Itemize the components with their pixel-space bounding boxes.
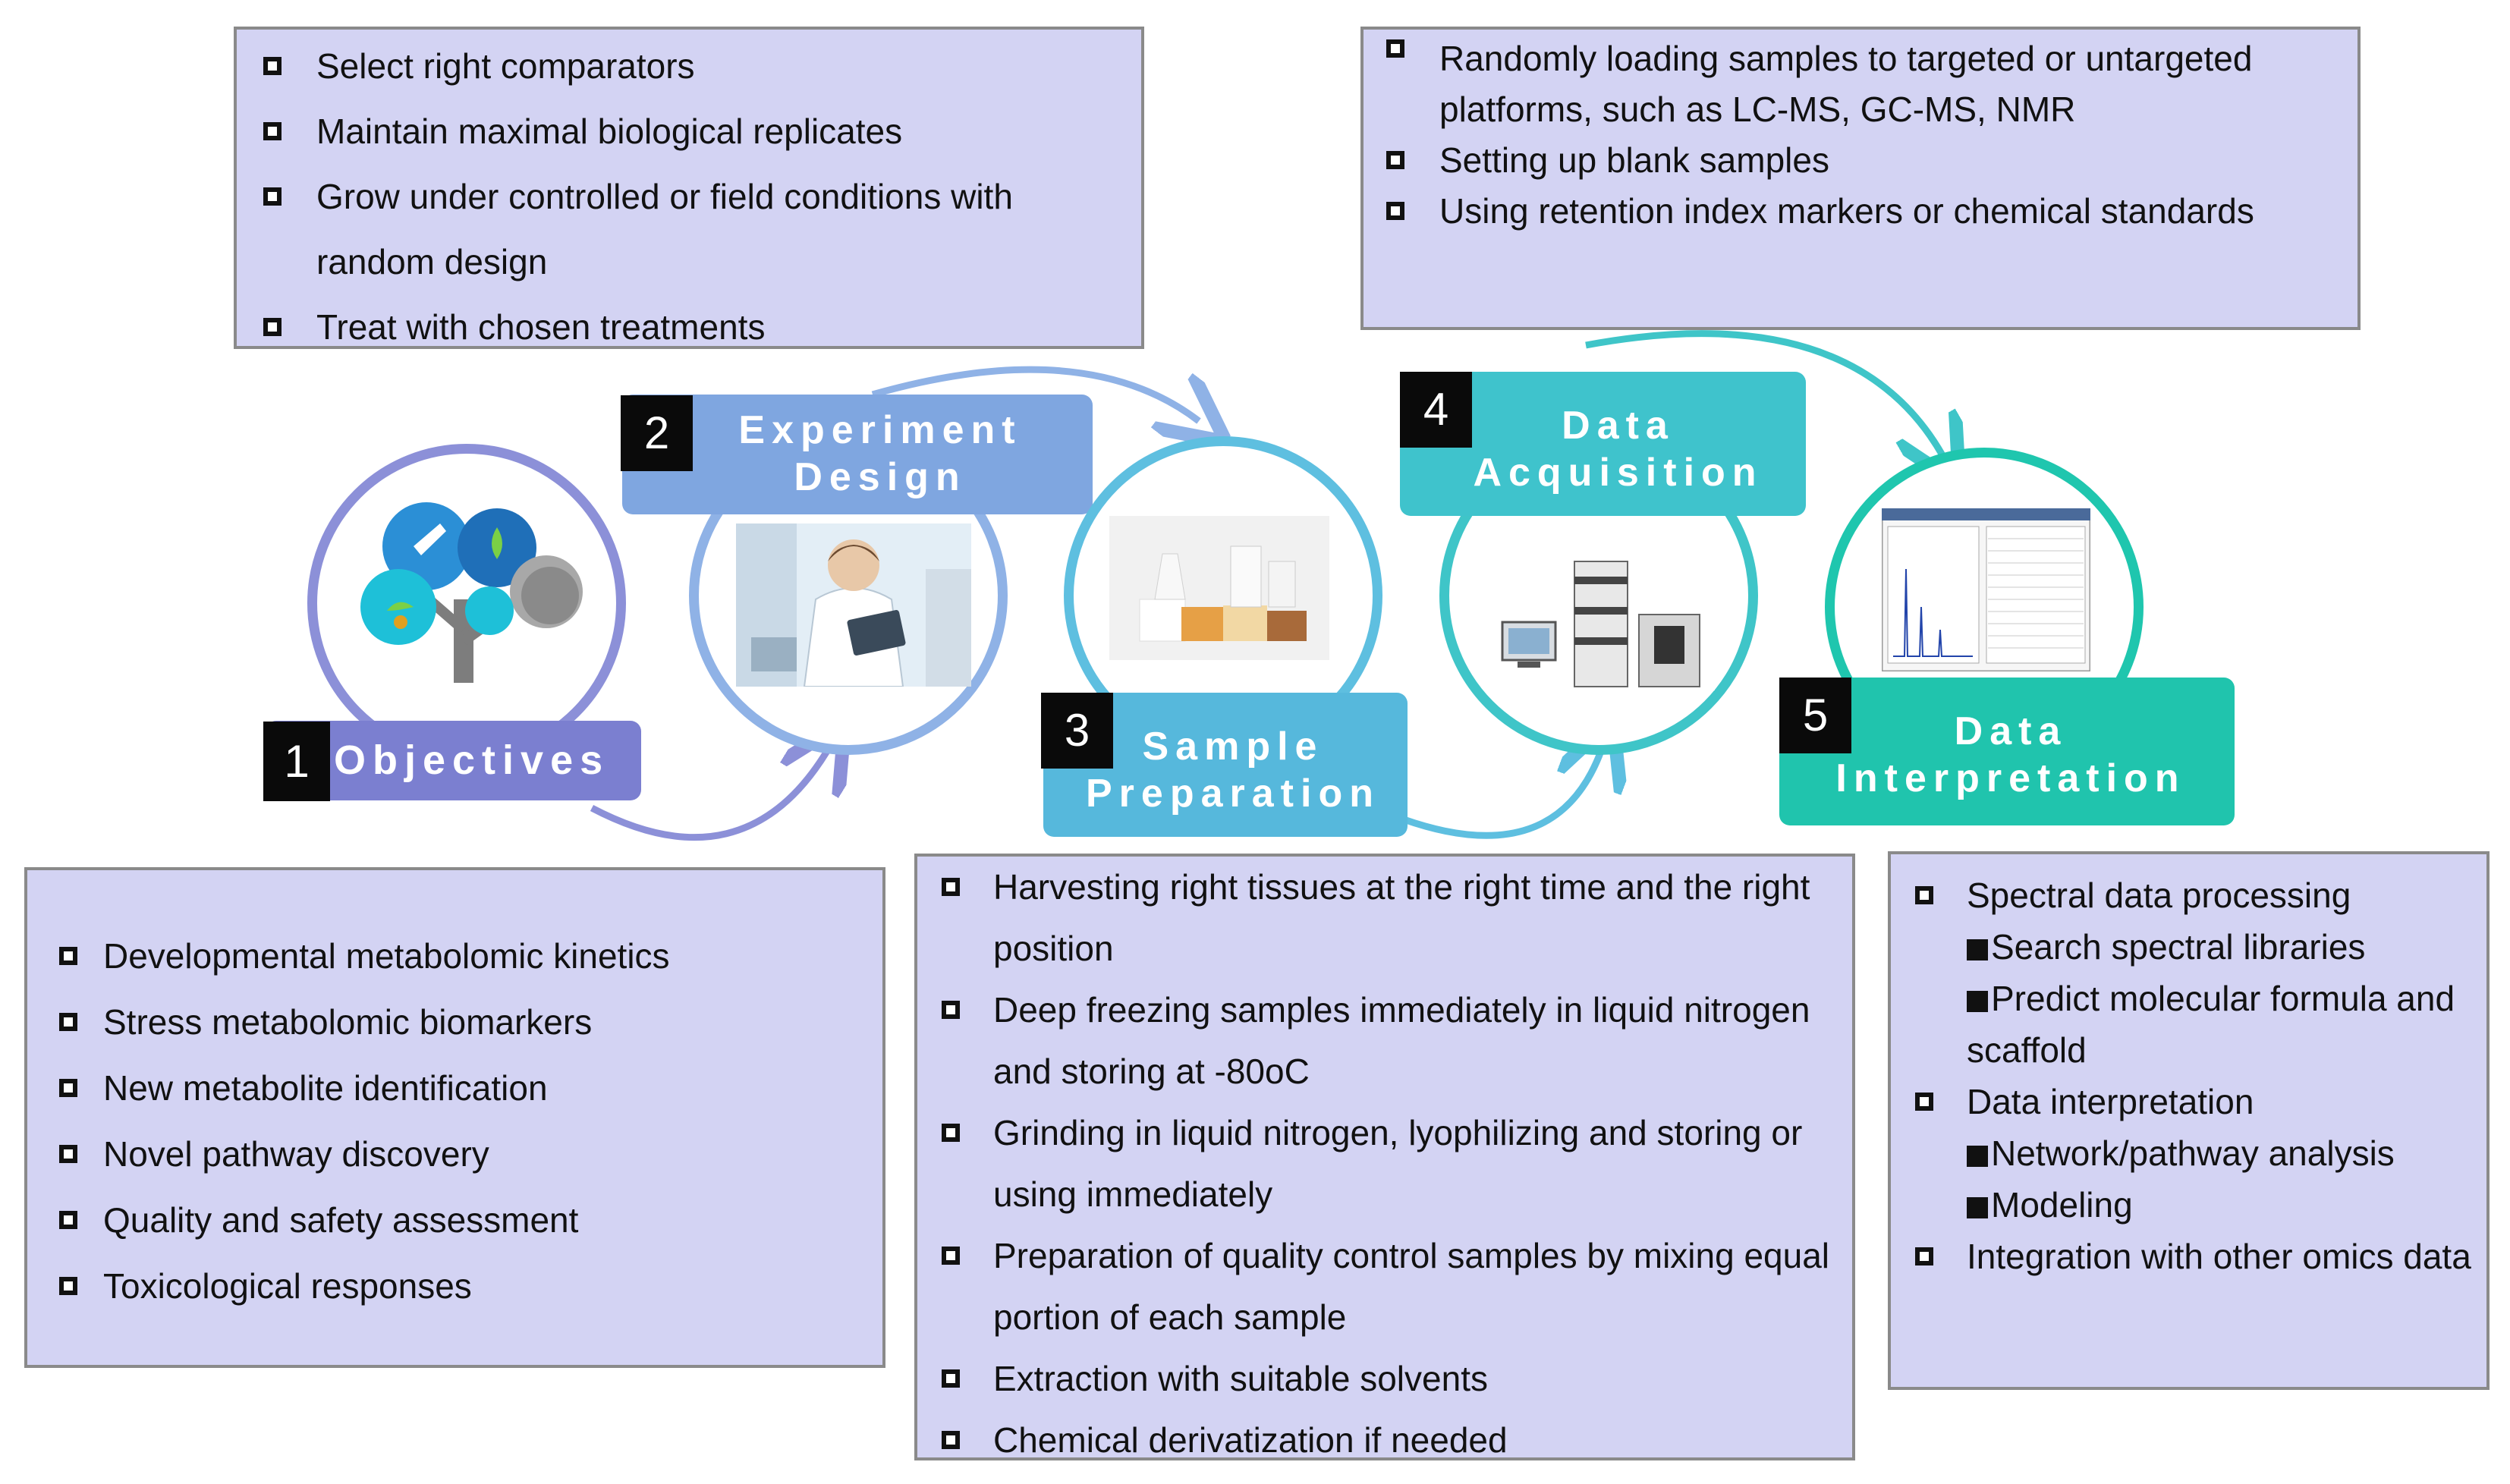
list-item: Data interpretation	[1915, 1076, 2471, 1127]
list-item: Stress metabolomic biomarkers	[59, 989, 867, 1055]
list-item: Setting up blank samples	[1386, 135, 2335, 186]
stage-4-number: 4	[1400, 372, 1472, 448]
arrow-1-to-2	[590, 751, 827, 841]
experiment-design-box: Select right comparators Maintain maxima…	[234, 27, 1144, 349]
arrow-3-to-4	[1402, 751, 1601, 839]
objectives-box: Developmental metabolomic kinetics Stres…	[24, 867, 885, 1368]
list-item: Deep freezing samples immediately in liq…	[942, 979, 1837, 1102]
list-item: Preparation of quality control samples b…	[942, 1225, 1837, 1348]
stage-2-title-line-2: Design	[794, 455, 967, 499]
stage-3-number: 3	[1041, 693, 1113, 769]
stage-4-title-line-1: Data	[1562, 404, 1675, 448]
instrument-photo	[1487, 531, 1715, 690]
list-item: Novel pathway discovery	[59, 1121, 867, 1187]
list-item: Treat with chosen treatments	[263, 294, 1126, 360]
list-item: Developmental metabolomic kinetics	[59, 923, 867, 989]
list-item: Extraction with suitable solvents	[942, 1348, 1837, 1410]
stage-1-number: 1	[263, 722, 330, 801]
list-item: Integration with other omics data	[1915, 1231, 2471, 1282]
stage-4-title-line-2: Acquisition	[1473, 451, 1763, 495]
list-item: Spectral data processing	[1915, 869, 2471, 921]
list-item: Quality and safety assessment	[59, 1187, 867, 1253]
arrow-4-to-5	[1585, 330, 1942, 455]
data-interpretation-box: Spectral data processing Search spectral…	[1888, 851, 2490, 1390]
samples-photo	[1109, 516, 1329, 660]
tree-icon	[360, 502, 583, 683]
stage-2-number: 2	[621, 395, 693, 471]
stage-2-title-line-1: Experiment	[738, 408, 1022, 452]
list-item: Grow under controlled or field condition…	[263, 164, 1126, 294]
bullet-square-icon	[1967, 1197, 1988, 1218]
stage-1-title: Objectives	[334, 737, 610, 783]
list-item: Maintain maximal biological replicates	[263, 99, 1126, 164]
list-subitem: Network/pathway analysis	[1967, 1127, 2471, 1179]
stage-5-label: Data Interpretation	[1779, 678, 2235, 825]
bullet-square-icon	[1967, 991, 1988, 1012]
list-item: Chemical derivatization if needed	[942, 1410, 1837, 1471]
list-item: Randomly loading samples to targeted or …	[1386, 33, 2335, 135]
bullet-square-icon	[1967, 1146, 1988, 1167]
list-subitem: Predict molecular formula and scaffold	[1967, 979, 2455, 1070]
arrow-2-to-3	[871, 366, 1199, 421]
bullet-square-icon	[1967, 939, 1988, 961]
list-subitem: Search spectral libraries	[1967, 921, 2471, 973]
list-item: Harvesting right tissues at the right ti…	[942, 857, 1837, 979]
list-item: Grinding in liquid nitrogen, lyophilizin…	[942, 1102, 1837, 1225]
data-acquisition-box: Randomly loading samples to targeted or …	[1360, 27, 2361, 330]
software-screenshot	[1882, 508, 2090, 671]
list-item: New metabolite identification	[59, 1055, 867, 1121]
list-item: Toxicological responses	[59, 1253, 867, 1319]
stage-2-label: Experiment Design	[622, 395, 1093, 514]
stage-5-title-line-2: Interpretation	[1835, 756, 2186, 800]
list-item: Select right comparators	[263, 33, 1126, 99]
scientist-photo	[736, 523, 971, 687]
sample-preparation-box: Harvesting right tissues at the right ti…	[914, 854, 1855, 1460]
list-subitem: Modeling	[1967, 1179, 2471, 1231]
stage-3-title-line-2: Preparation	[1086, 772, 1380, 816]
stage-5-title-line-1: Data	[1954, 709, 2068, 753]
list-item: Using retention index markers or chemica…	[1386, 186, 2335, 237]
stage-5-number: 5	[1779, 678, 1851, 753]
stage-3-title-line-1: Sample	[1142, 725, 1324, 769]
